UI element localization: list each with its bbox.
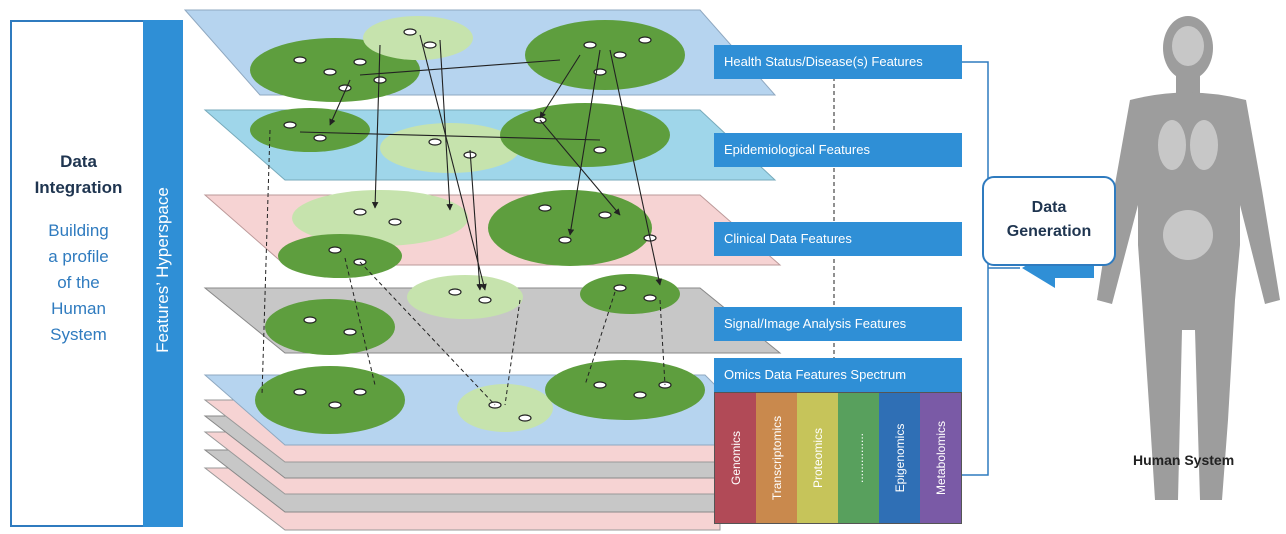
omic-metabolomics: Metabolomics bbox=[920, 393, 961, 523]
cluster bbox=[457, 384, 553, 432]
epidemiological-features-label: Epidemiological Features bbox=[714, 133, 962, 167]
cluster bbox=[292, 190, 468, 246]
omic-genomics: Genomics bbox=[715, 393, 756, 523]
hyperspace-bar bbox=[143, 20, 183, 527]
subtitle-line-3: of the bbox=[57, 273, 100, 292]
omic-transcriptomics: Transcriptomics bbox=[756, 393, 797, 523]
cluster bbox=[500, 103, 670, 167]
human-system-label: Human System bbox=[1133, 452, 1235, 468]
omic-other: ............... bbox=[838, 393, 879, 523]
omics-spectrum: Genomics Transcriptomics Proteomics ....… bbox=[714, 392, 962, 524]
cluster bbox=[255, 366, 405, 434]
cluster bbox=[265, 299, 395, 355]
clinical-features-label: Clinical Data Features bbox=[714, 222, 962, 256]
bracket bbox=[960, 61, 989, 476]
subtitle-line-4: Human bbox=[51, 299, 106, 318]
data-generation-line2: Generation bbox=[1006, 223, 1092, 240]
signal-image-features-label: Signal/Image Analysis Features bbox=[714, 307, 962, 341]
subtitle-line-5: System bbox=[50, 325, 107, 344]
cluster bbox=[580, 274, 680, 314]
omic-epigenomics: Epigenomics bbox=[879, 393, 920, 523]
data-generation-line1: Data bbox=[1031, 199, 1067, 216]
data-integration-title-2: Integration bbox=[34, 178, 123, 197]
health-features-label: Health Status/Disease(s) Features bbox=[714, 45, 962, 79]
cluster bbox=[380, 123, 520, 173]
data-integration-panel: Data Integration Building a profile of t… bbox=[10, 20, 143, 527]
subtitle-line-1: Building bbox=[48, 221, 109, 240]
network-nodes bbox=[283, 28, 672, 422]
subtitle-line-2: a profile bbox=[48, 247, 109, 266]
omics-features-label: Omics Data Features Spectrum bbox=[714, 358, 962, 392]
data-generation-box: Data Generation bbox=[982, 176, 1116, 266]
cluster bbox=[488, 190, 652, 266]
cluster bbox=[250, 108, 370, 152]
inter-layer-links bbox=[299, 34, 662, 291]
human-organs bbox=[1158, 26, 1218, 260]
data-integration-title-1: Data bbox=[60, 152, 97, 171]
cluster bbox=[278, 234, 402, 278]
cluster bbox=[363, 16, 473, 60]
cluster bbox=[407, 275, 523, 319]
omic-proteomics: Proteomics bbox=[797, 393, 838, 523]
cluster bbox=[525, 20, 685, 90]
cluster bbox=[545, 360, 705, 420]
